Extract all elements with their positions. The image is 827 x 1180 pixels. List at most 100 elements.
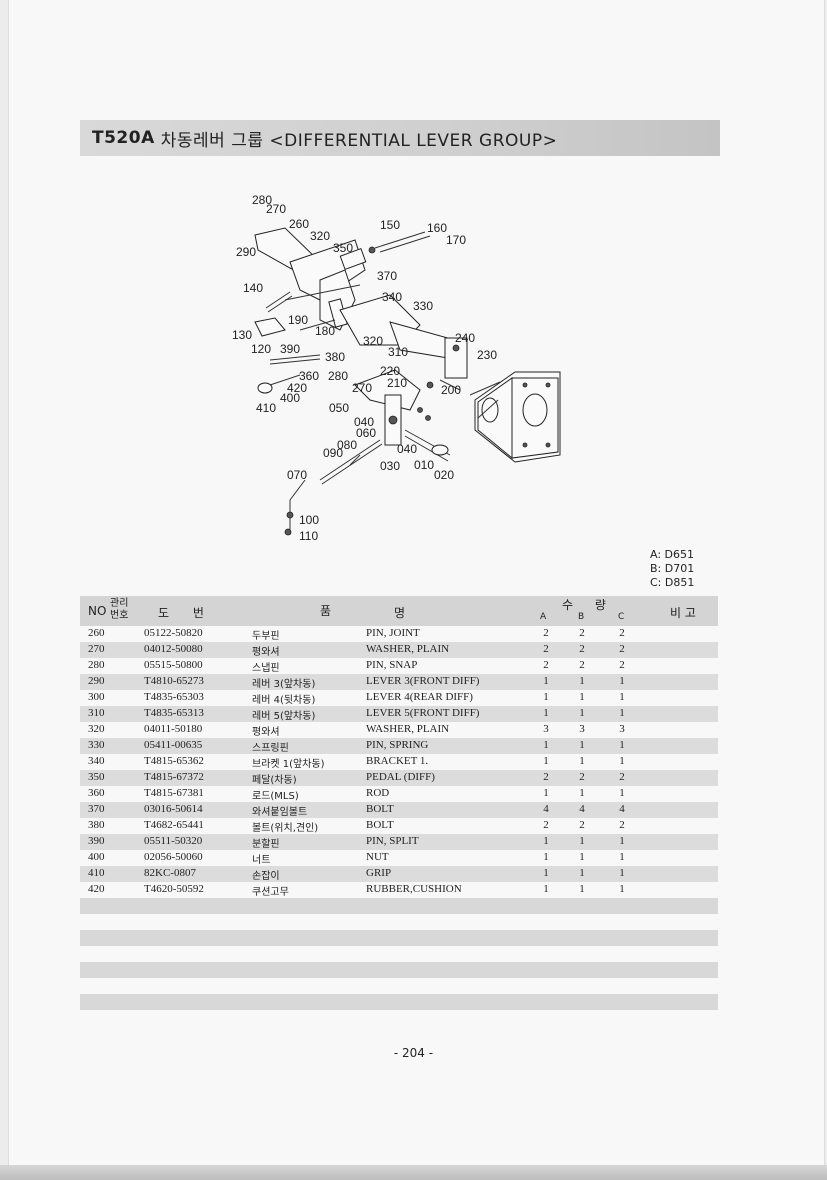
callout-label: 320	[310, 229, 330, 243]
cell-b: 2	[579, 627, 585, 639]
cell-c: 2	[619, 819, 625, 831]
cell-no: 420	[88, 883, 105, 895]
transmission-case-drawing	[474, 371, 561, 463]
callout-label: 360	[299, 369, 319, 383]
callout-label: 280	[252, 193, 272, 207]
header-part-no: 도 번	[158, 606, 204, 620]
cell-c: 1	[619, 755, 625, 767]
cell-c: 1	[619, 851, 625, 863]
callout-label: 330	[413, 299, 433, 313]
page-number: - 204 -	[393, 1046, 434, 1060]
callout-label: 410	[256, 401, 276, 415]
blank-row	[80, 994, 718, 1010]
header-name-2: 명	[394, 606, 406, 620]
cell-a: 1	[543, 707, 549, 719]
cell-c: 4	[619, 803, 625, 815]
cell-pn: 05515-50800	[144, 659, 203, 671]
cell-no: 270	[88, 643, 105, 655]
callout-label: 400	[280, 391, 300, 405]
cell-c: 3	[619, 723, 625, 735]
cell-pn: 82KC-0807	[144, 867, 196, 879]
header-qty-b: B	[578, 612, 585, 622]
callout-label: 040	[354, 415, 374, 429]
callout-label: 100	[299, 513, 319, 527]
header-mgmt-2: 번호	[110, 610, 129, 621]
lever-assembly-drawing	[254, 227, 501, 536]
variant-c: C: D851	[650, 576, 695, 589]
callout-label: 040	[397, 442, 417, 456]
cell-c: 1	[619, 883, 625, 895]
cell-a: 1	[543, 883, 549, 895]
cell-b: 2	[579, 771, 585, 783]
callout-label: 190	[288, 313, 308, 327]
cell-kr: 쿠션고무	[252, 887, 289, 898]
callout-label: 200	[441, 383, 461, 397]
callout-label: 230	[477, 348, 497, 362]
section-title: T520A 차동레버 그룹 <DIFFERENTIAL LEVER GROUP>	[80, 120, 720, 156]
cell-kr: 너트	[252, 855, 271, 866]
callout-label: 080	[337, 438, 357, 452]
header-qty-a: A	[540, 612, 547, 622]
callout-label: 110	[299, 529, 318, 543]
blank-row	[80, 930, 718, 946]
callout-label: 010	[414, 458, 434, 472]
cell-a: 4	[543, 803, 549, 815]
cell-no: 350	[88, 771, 105, 783]
callout-label: 170	[446, 233, 466, 247]
cell-b: 1	[579, 707, 585, 719]
cell-kr: 스프링핀	[252, 743, 289, 754]
cell-en: BOLT	[366, 819, 394, 831]
cell-no: 290	[88, 675, 105, 687]
cell-kr: 로드(MLS)	[252, 791, 299, 802]
cell-b: 1	[579, 851, 585, 863]
exploded-parts-diagram: 280 270 260 320 290 350 150 160 170 370 …	[232, 193, 561, 543]
callout-label: 120	[251, 342, 271, 356]
callout-label: 270	[352, 381, 372, 395]
cell-a: 1	[543, 787, 549, 799]
cell-c: 2	[619, 659, 625, 671]
cell-en: WASHER, PLAIN	[366, 723, 450, 735]
callout-label: 370	[377, 269, 397, 283]
cell-a: 2	[543, 819, 549, 831]
cell-b: 4	[579, 803, 585, 815]
callout-label: 290	[236, 245, 256, 259]
cell-pn: 05411-00635	[144, 739, 203, 751]
cell-no: 360	[88, 787, 105, 799]
cell-pn: 03016-50614	[144, 803, 203, 815]
cell-en: BRACKET 1.	[366, 755, 429, 767]
callout-label: 350	[333, 241, 353, 255]
callout-label: 240	[455, 331, 475, 345]
cell-kr: 평와셔	[252, 727, 280, 738]
cell-en: NUT	[366, 851, 389, 863]
cell-a: 1	[543, 755, 549, 767]
cell-en: LEVER 5(FRONT DIFF)	[366, 707, 480, 719]
cell-c: 1	[619, 867, 625, 879]
callout-label: 140	[243, 281, 263, 295]
callout-label: 320	[363, 334, 383, 348]
cell-pn: 05122-50820	[144, 627, 203, 639]
cell-no: 320	[88, 723, 105, 735]
cell-a: 1	[543, 835, 549, 847]
header-name-1: 품	[320, 604, 332, 618]
section-title-text: 차동레버 그룹 <DIFFERENTIAL LEVER GROUP>	[160, 130, 558, 151]
cell-kr: 레버 3(앞차동)	[252, 679, 316, 690]
cell-pn: T4682-65441	[144, 819, 204, 831]
cell-kr: 브라켓 1(앞차동)	[252, 759, 325, 770]
callout-label: 420	[287, 381, 307, 395]
cell-b: 1	[579, 755, 585, 767]
cell-en: WASHER, PLAIN	[366, 643, 450, 655]
cell-no: 260	[88, 627, 105, 639]
variant-b: B: D701	[650, 562, 695, 575]
cell-kr: 레버 4(뒷차동)	[252, 695, 316, 706]
cell-no: 370	[88, 803, 105, 815]
callout-label: 160	[427, 221, 447, 235]
cell-pn: 04011-50180	[144, 723, 203, 735]
